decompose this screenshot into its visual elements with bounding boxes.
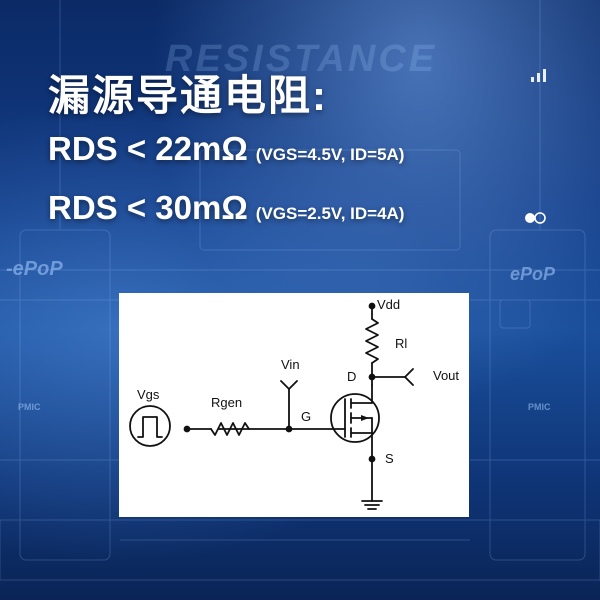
label-drain: D xyxy=(347,369,356,384)
label-vgs: Vgs xyxy=(137,387,160,402)
signal-bars-icon xyxy=(531,69,546,82)
label-rgen: Rgen xyxy=(211,395,242,410)
epop-label-left: -ePoP xyxy=(6,258,63,280)
epop-label-right: ePoP xyxy=(510,264,556,284)
circuit-diagram-panel: Vdd Rl Vout Vin D G S Vgs Rgen xyxy=(119,293,469,517)
spec-2-condition: (VGS=2.5V, ID=4A) xyxy=(255,204,405,223)
pmic-label-right: PMIC xyxy=(528,402,551,412)
label-vdd: Vdd xyxy=(377,297,400,312)
label-rl: Rl xyxy=(395,336,407,351)
label-gate: G xyxy=(301,409,311,424)
pmic-label-left: PMIC xyxy=(18,402,41,412)
watermark-text: RESISTANCE xyxy=(165,38,438,80)
page-title: 漏源导通电阻: xyxy=(48,72,328,119)
spec-2-value: RDS < 30mΩ xyxy=(48,189,248,226)
spec-1-condition: (VGS=4.5V, ID=5A) xyxy=(255,145,405,164)
label-vout: Vout xyxy=(433,368,459,383)
generator-node xyxy=(183,425,191,433)
mosfet-body xyxy=(330,393,380,443)
label-vin: Vin xyxy=(281,357,300,372)
load-resistor xyxy=(365,318,379,364)
spec-1-value: RDS < 22mΩ xyxy=(48,130,248,167)
spec-line-1: RDS < 22mΩ (VGS=4.5V, ID=5A) xyxy=(48,130,404,168)
pulse-source xyxy=(129,405,171,447)
gate-resistor xyxy=(210,422,250,436)
spec-line-2: RDS < 30mΩ (VGS=2.5V, ID=4A) xyxy=(48,189,404,227)
toggle-icon xyxy=(525,212,546,224)
label-source: S xyxy=(385,451,394,466)
mosfet-test-circuit: Vdd Rl Vout Vin D G S Vgs Rgen xyxy=(129,297,459,510)
